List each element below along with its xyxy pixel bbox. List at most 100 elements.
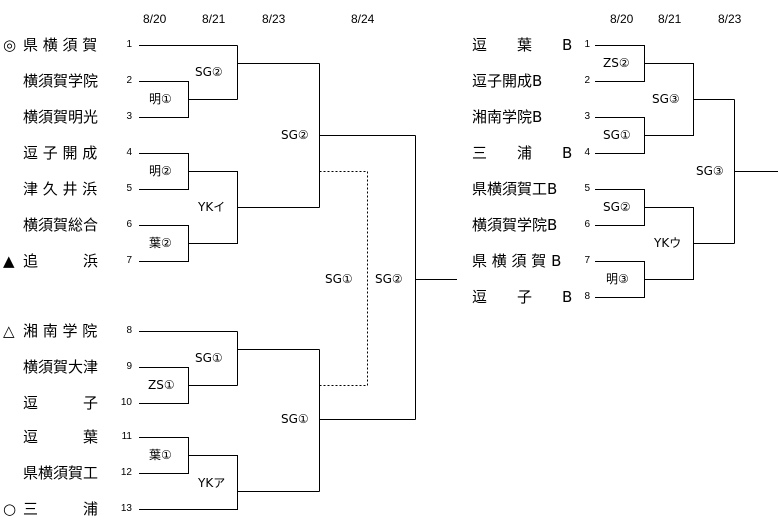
match-venue-label: YKウ (654, 236, 682, 250)
team-name: 湘 南 学 院 (23, 322, 98, 340)
line-rfinal (734, 99, 778, 244)
line-final (415, 135, 457, 420)
team-entry: 逗 葉 (23, 428, 98, 446)
line-rr2-top (644, 63, 735, 136)
team-entry: 湘南学院B (472, 108, 542, 126)
match-venue-label: SG① (281, 412, 309, 426)
date-header: 8/20 (143, 12, 167, 26)
team-name: 湘南学院B (472, 108, 543, 126)
team-name: 横須賀学院 (23, 72, 99, 90)
seed-number: 8 (126, 325, 132, 336)
match-venue-label: SG① (325, 272, 353, 286)
line-rr2-bottom (644, 207, 735, 280)
seed-number: 1 (584, 39, 590, 50)
team-entry: 県横須賀工B (472, 180, 557, 198)
seed-number: 12 (120, 467, 132, 478)
team-entry: 三 浦 B (472, 144, 572, 162)
match-venue-label: ZS① (148, 378, 175, 392)
date-header: 8/23 (718, 12, 742, 26)
seed-number: 8 (584, 291, 590, 302)
line-semi-top (319, 63, 416, 208)
seed-number: 1 (126, 39, 132, 50)
team-entry: 逗 子 B (472, 288, 572, 306)
match-venue-label: 葉② (149, 236, 172, 250)
team-name: 県横須賀工 (23, 464, 99, 482)
seed-mark-triangle: △ (3, 322, 15, 340)
match-venue-label: SG① (603, 128, 631, 142)
seed-number: 5 (126, 183, 132, 194)
seed-number: 7 (126, 255, 132, 266)
match-venue-label: 明③ (606, 272, 629, 286)
team-entry: ○ 三 浦 (3, 500, 98, 518)
team-entry: 県横須賀工 (23, 464, 98, 482)
seed-number: 4 (584, 147, 590, 158)
date-header: 8/21 (202, 12, 226, 26)
team-entry: 逗 葉 B (472, 36, 572, 54)
line-r2-4to7 (188, 171, 320, 244)
team-name: 三 浦 (23, 500, 99, 518)
team-name: 横須賀総合 (23, 216, 99, 234)
team-name: 逗 子 (23, 394, 99, 412)
team-name: 横須賀学院B (472, 216, 558, 234)
team-entry: 県 横 須 賀 B (472, 252, 561, 270)
seed-number: 9 (126, 361, 132, 372)
seed-mark-double-circle: ◎ (3, 36, 17, 54)
team-entry: 逗子開成B (472, 72, 542, 90)
team-entry: 横須賀学院B (472, 216, 557, 234)
team-name: 県 横 須 賀 B (472, 252, 562, 270)
date-header: 8/24 (351, 12, 375, 26)
seed-number: 7 (584, 255, 590, 266)
seed-number: 2 (584, 75, 590, 86)
line-alt-dotted (319, 171, 368, 386)
team-entry: ▲追 浜 (3, 252, 98, 270)
team-entry: 津 久 井 浜 (23, 180, 97, 198)
seed-number: 6 (584, 219, 590, 230)
team-name: 逗子開成B (472, 72, 543, 90)
seed-number: 4 (126, 147, 132, 158)
line-r2-top (237, 45, 320, 100)
seed-number: 5 (584, 183, 590, 194)
seed-number: 6 (126, 219, 132, 230)
team-entry: △ 湘 南 学 院 (3, 322, 97, 340)
team-entry: 横須賀学院 (23, 72, 98, 90)
seed-mark-circle: ○ (3, 500, 17, 518)
match-venue-label: 明② (149, 164, 172, 178)
seed-number: 2 (126, 75, 132, 86)
team-entry: 横須賀明光 (23, 108, 98, 126)
team-entry: 横須賀大津 (23, 358, 98, 376)
team-entry: ◎県 横 須 賀 (3, 36, 97, 54)
line-r2-8to10 (188, 331, 320, 386)
match-venue-label: SG② (603, 200, 631, 214)
match-venue-label: SG② (375, 272, 403, 286)
team-name: 逗 子 B (472, 288, 573, 306)
team-name: 県横須賀工B (472, 180, 558, 198)
match-venue-label: SG③ (652, 92, 680, 106)
match-venue-label: SG① (195, 351, 223, 365)
team-name: 逗 子 開 成 (23, 144, 98, 162)
team-name: 横須賀明光 (23, 108, 99, 126)
team-name: 三 浦 B (472, 144, 573, 162)
seed-number: 10 (120, 397, 132, 408)
match-venue-label: YKア (198, 476, 226, 490)
team-name: 逗 葉 (23, 428, 99, 446)
team-entry: 横須賀総合 (23, 216, 98, 234)
team-name: 追 浜 (23, 252, 99, 270)
team-name: 津 久 井 浜 (23, 180, 98, 198)
team-entry: 逗 子 (23, 394, 98, 412)
team-name: 逗 葉 B (472, 36, 573, 54)
line-semi-bottom (319, 349, 416, 492)
match-venue-label: ZS② (603, 56, 630, 70)
seed-number: 3 (584, 111, 590, 122)
seed-number: 13 (120, 503, 132, 514)
match-venue-label: SG② (281, 128, 309, 142)
date-header: 8/23 (262, 12, 286, 26)
match-venue-label: 明① (149, 92, 172, 106)
match-venue-label: SG② (195, 65, 223, 79)
team-name: 横須賀大津 (23, 358, 99, 376)
line-r2-11to13 (139, 455, 320, 510)
team-entry: 逗 子 開 成 (23, 144, 97, 162)
seed-number: 11 (121, 431, 132, 442)
match-venue-label: YKイ (198, 200, 226, 214)
seed-number: 3 (126, 111, 132, 122)
